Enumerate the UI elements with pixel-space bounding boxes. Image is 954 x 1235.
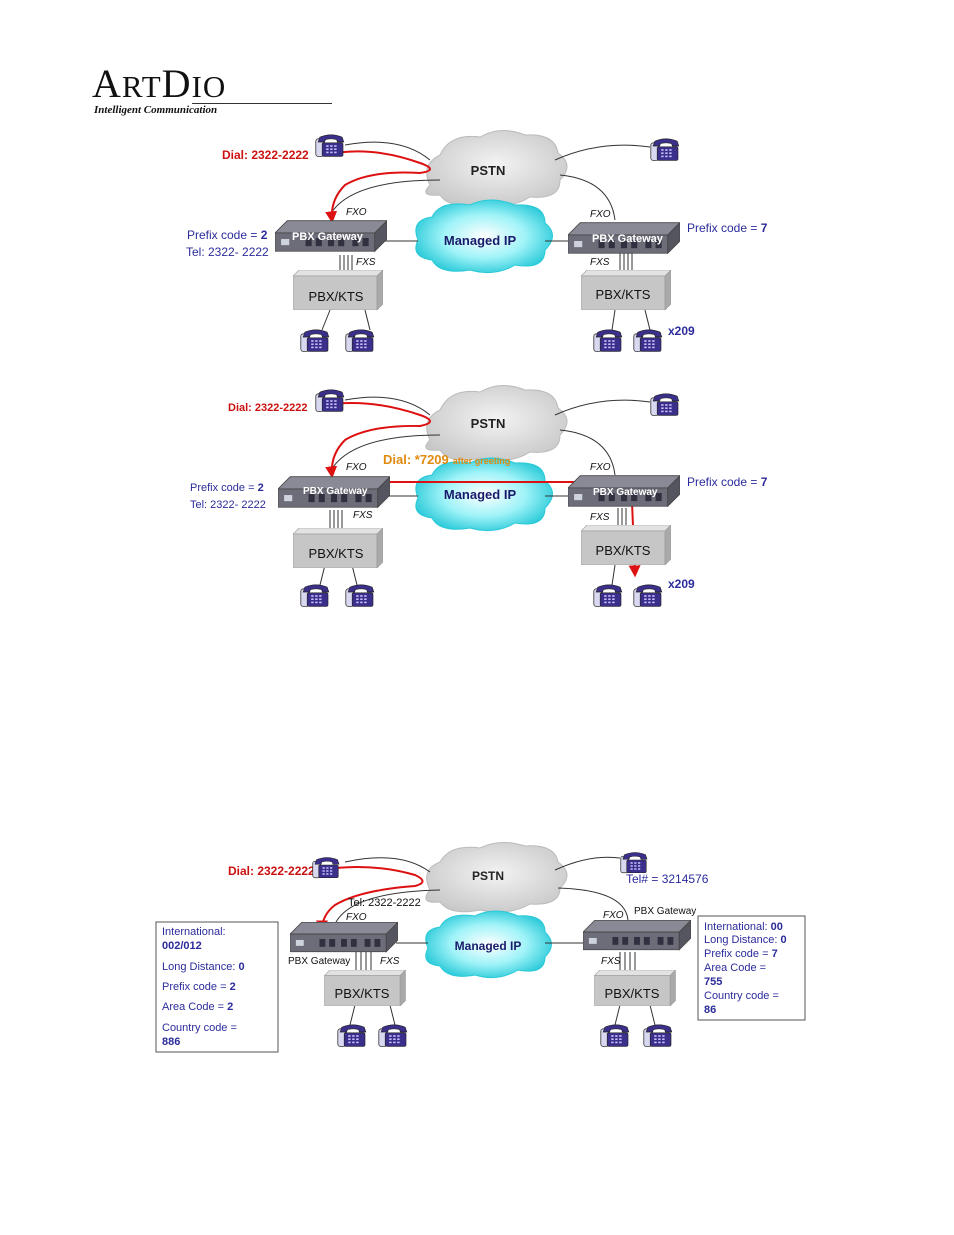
managed-ip-cloud: Managed IP bbox=[415, 457, 553, 532]
logo-brand: ARTDIO bbox=[92, 61, 227, 106]
dial-label: Dial: 2322-2222 bbox=[228, 402, 308, 414]
right-gateway-label: PBX Gateway bbox=[593, 487, 658, 498]
red-call-path bbox=[324, 150, 431, 224]
pstn-cloud: PSTN bbox=[425, 130, 568, 206]
managed-ip-cloud: Managed IP bbox=[425, 910, 552, 979]
phone-icon bbox=[315, 134, 345, 157]
phone-icon bbox=[337, 1024, 367, 1047]
left-international-label: International: bbox=[162, 926, 226, 938]
phone-icon bbox=[345, 329, 375, 352]
phone-icon bbox=[300, 329, 330, 352]
managed-ip-label: Managed IP bbox=[444, 233, 517, 248]
fxs-right-label: FXS bbox=[590, 512, 610, 523]
left-prefix: Prefix code = 2 bbox=[187, 228, 268, 242]
left-gateway-label: PBX Gateway bbox=[303, 486, 368, 497]
left-tel: Tel: 2322-2222 bbox=[348, 897, 421, 909]
left-country-value: 886 bbox=[162, 1036, 180, 1048]
red-call-path bbox=[316, 865, 424, 933]
connection-lines bbox=[319, 396, 651, 586]
extension-label: x209 bbox=[668, 324, 695, 338]
right-country-label: Country code = bbox=[704, 990, 779, 1002]
fxo-right-label: FXO bbox=[603, 910, 624, 921]
phone-icon bbox=[633, 584, 663, 607]
right-prefix: Prefix code = 7 bbox=[687, 475, 768, 489]
pstn-label: PSTN bbox=[471, 163, 506, 178]
left-long-distance: Long Distance: 0 bbox=[162, 961, 245, 973]
pstn-label: PSTN bbox=[472, 869, 504, 883]
right-prefix: Prefix code = 7 bbox=[687, 221, 768, 235]
managed-ip-label: Managed IP bbox=[455, 939, 522, 953]
phone-icon bbox=[315, 389, 345, 412]
right-prefix: Prefix code = 7 bbox=[704, 948, 778, 960]
fxs-right-label: FXS bbox=[590, 257, 610, 268]
right-international: International: 00 bbox=[704, 921, 783, 933]
fxo-left-label: FXO bbox=[346, 207, 367, 218]
artdio-logo: ARTDIO Intelligent Communication bbox=[92, 61, 332, 122]
gateway-device-icon bbox=[290, 922, 398, 953]
diagram-2: PSTN Managed IP Dial: 2322-2222 Dial: *7… bbox=[190, 385, 768, 607]
phone-icon bbox=[643, 1024, 673, 1047]
dial-label: Dial: 2322-2222 bbox=[228, 864, 315, 878]
pstn-cloud: PSTN bbox=[425, 842, 568, 913]
right-gateway-label: PBX Gateway bbox=[592, 233, 664, 245]
phone-icon bbox=[378, 1024, 408, 1047]
left-prefix: Prefix code = 2 bbox=[162, 981, 236, 993]
right-gateway-label: PBX Gateway bbox=[634, 906, 696, 917]
right-area-value: 755 bbox=[704, 976, 722, 988]
right-country-value: 86 bbox=[704, 1004, 716, 1016]
left-prefix: Prefix code = 2 bbox=[190, 482, 264, 494]
pbx-right-label: PBX/KTS bbox=[596, 287, 651, 302]
fxs-left-label: FXS bbox=[356, 257, 376, 268]
right-tel: Tel# = 3214576 bbox=[626, 872, 709, 886]
fxo-left-label: FXO bbox=[346, 912, 367, 923]
fxo-left-label: FXO bbox=[346, 462, 367, 473]
extension-label: x209 bbox=[668, 577, 695, 591]
managed-ip-label: Managed IP bbox=[444, 487, 517, 502]
fxo-right-label: FXO bbox=[590, 462, 611, 473]
pbx-left-label: PBX/KTS bbox=[335, 986, 390, 1001]
pstn-cloud: PSTN bbox=[425, 385, 568, 461]
left-gateway-label: PBX Gateway bbox=[288, 956, 350, 967]
gateway-device-icon bbox=[583, 920, 691, 951]
left-country-label: Country code = bbox=[162, 1022, 237, 1034]
pbx-left-label: PBX/KTS bbox=[309, 546, 364, 561]
logo-rule bbox=[192, 103, 332, 104]
phone-icon bbox=[600, 1024, 630, 1047]
fxs-left-label: FXS bbox=[353, 510, 373, 521]
phone-icon bbox=[620, 852, 648, 874]
phone-icon bbox=[345, 584, 375, 607]
left-gateway-label: PBX Gateway bbox=[292, 231, 364, 243]
phone-icon bbox=[633, 329, 663, 352]
pstn-label: PSTN bbox=[471, 416, 506, 431]
right-dial-plan-box: International: 00 Long Distance: 0 Prefi… bbox=[697, 915, 806, 1021]
right-long-distance: Long Distance: 0 bbox=[704, 934, 787, 946]
left-area: Area Code = 2 bbox=[162, 1001, 233, 1013]
fxs-right-label: FXS bbox=[601, 956, 621, 967]
left-dial-plan-box: International: 002/012 Long Distance: 0 … bbox=[155, 921, 279, 1053]
phone-icon bbox=[312, 857, 340, 879]
connection-lines bbox=[334, 856, 656, 1026]
phone-icon bbox=[650, 393, 680, 416]
phone-icon bbox=[593, 329, 623, 352]
phone-icon bbox=[593, 584, 623, 607]
left-international-value: 002/012 bbox=[162, 940, 202, 952]
pbx-right-label: PBX/KTS bbox=[605, 986, 660, 1001]
dial-label: Dial: 2322-2222 bbox=[222, 148, 309, 162]
left-tel: Tel: 2322- 2222 bbox=[186, 245, 269, 259]
pbx-left-label: PBX/KTS bbox=[309, 289, 364, 304]
diagram-3: PSTN Managed IP Dial: 2322-2222 Tel# = 3… bbox=[155, 842, 806, 1053]
right-area-label: Area Code = bbox=[704, 962, 766, 974]
phone-icon bbox=[300, 584, 330, 607]
diagram-1: PSTN Managed IP Dial: 2322-2222 PBX Gate… bbox=[186, 130, 768, 352]
fxs-left-label: FXS bbox=[380, 956, 400, 967]
fxo-right-label: FXO bbox=[590, 209, 611, 220]
phone-icon bbox=[650, 138, 680, 161]
managed-ip-cloud: Managed IP bbox=[415, 199, 553, 274]
pbx-right-label: PBX/KTS bbox=[596, 543, 651, 558]
left-tel: Tel: 2322- 2222 bbox=[190, 499, 266, 511]
logo-tagline: Intelligent Communication bbox=[94, 104, 218, 116]
